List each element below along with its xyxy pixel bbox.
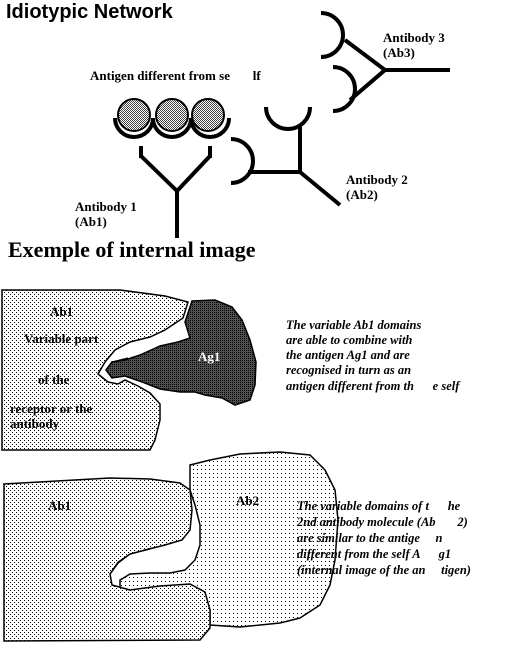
- panel1-illustration: [1, 289, 257, 451]
- panel1-description-line: the antigen Ag1 and are: [286, 348, 410, 362]
- antibody1-sublabel: (Ab1): [75, 214, 107, 229]
- panel2-ab2-label: Ab2: [236, 493, 260, 508]
- panel2-description-line: different from the self A g1: [297, 547, 452, 561]
- antibody3-sublabel: (Ab3): [383, 45, 415, 60]
- antigen-sphere-2: [155, 98, 189, 132]
- ab1-receptor-shape: [1, 289, 189, 451]
- ag1-label: Ag1: [198, 349, 221, 364]
- antigen-sphere-1: [117, 98, 151, 132]
- panel2-description-line: The variable domains of t he: [297, 499, 461, 513]
- page-title: Idiotypic Network: [6, 1, 173, 23]
- antibody2-sublabel: (Ab2): [346, 187, 378, 202]
- antibody2-label: Antibody 2: [346, 172, 408, 187]
- panel2-description-line: (internal image of the an tigen): [297, 563, 471, 577]
- panel1-ab1-label: Ab1: [50, 304, 74, 319]
- panel2-description-line: 2nd antibody molecule (Ab 2): [297, 515, 468, 529]
- panel2-ab1-label: Ab1: [48, 498, 72, 513]
- receptor-label: receptor or the: [10, 401, 93, 416]
- antibody-1-shape: [113, 117, 231, 238]
- antibody3-label: Antibody 3: [383, 30, 445, 45]
- antibody-2-shape: [230, 106, 342, 207]
- antigen-group: [117, 98, 225, 132]
- panel2-illustration: [3, 451, 339, 642]
- antigen-label: Antigen different from se lf: [90, 68, 261, 83]
- panel1-description-line: are able to combine with: [286, 333, 413, 347]
- ab1-molecule-shape: [3, 477, 211, 642]
- ag1-antigen-shape: [105, 299, 257, 406]
- antigen-sphere-3: [191, 98, 225, 132]
- of-the-label: of the: [38, 372, 70, 387]
- antibody-label: antibody: [10, 416, 60, 431]
- panel1-description-line: recognised in turn as an: [286, 363, 412, 377]
- panel1-description-line: antigen different from th e self: [286, 379, 460, 393]
- panel1-description-line: The variable Ab1 domains: [286, 318, 422, 332]
- panel2-description-line: are similar to the antige n: [297, 531, 443, 545]
- section-title: Exemple of internal image: [8, 237, 256, 262]
- antibody1-label: Antibody 1: [75, 199, 137, 214]
- variable-part-label: Variable part: [24, 331, 99, 346]
- antibody-3-shape: [320, 11, 450, 113]
